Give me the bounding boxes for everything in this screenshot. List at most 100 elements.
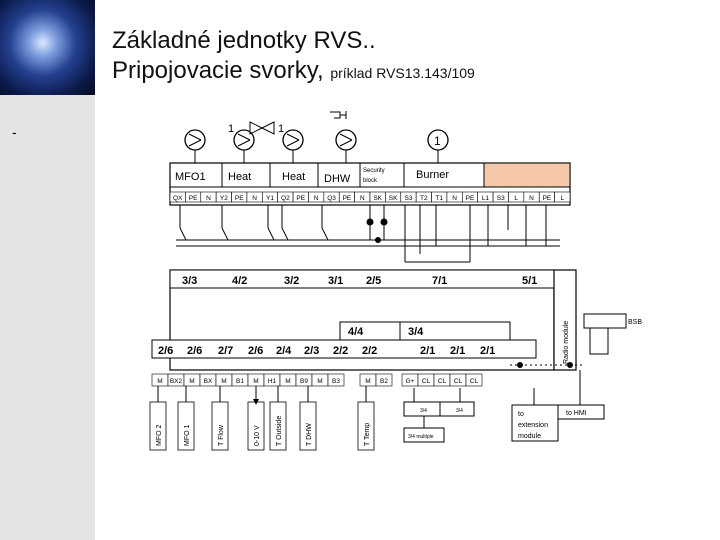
bottom-terminal: BX [204,378,213,385]
bsb-connector-2 [589,327,609,355]
tap-icon [330,111,347,119]
row1-code: 5/1 [522,275,537,287]
label-heat-2: Heat [282,171,305,183]
sensor-label: MFO 2 [156,425,163,446]
top-terminal: PE [235,195,244,202]
label-security-2: block [363,178,378,184]
top-terminal: L1 [482,195,490,202]
top-terminal: PE [189,195,198,202]
radio-module-label: Radio module [563,321,570,364]
bottom-terminal: B3 [332,378,340,385]
bottom-terminal: M [157,378,162,385]
row2-code: 2/6 [187,345,202,357]
row1-code: 4/2 [232,275,247,287]
bsb-label: BSB [628,319,642,326]
top-terminal: S3 [404,195,412,202]
hmi-box [557,404,605,420]
top-terminal: N [206,195,211,202]
row2-code: 2/1 [480,345,495,357]
sensor-label: T Temp [364,423,371,446]
bottom-terminal: H1 [268,378,277,385]
bullet: - [12,124,17,140]
row2-code: 2/2 [333,345,348,357]
top-terminal: T1 [435,195,443,202]
row1-code: 7/1 [432,275,447,287]
top-terminal: N [360,195,365,202]
bottom-terminal: M [365,378,370,385]
top-terminal: Y1 [266,195,274,202]
top-terminal: L [560,195,564,202]
top-terminal: N [529,195,534,202]
row2-code: 2/4 [276,345,292,357]
title-line-1: Základné jednotky RVS.. [112,27,376,54]
top-terminal: SK [373,195,382,202]
row1-strip [169,269,555,289]
burner-icon-label: 1 [434,134,441,148]
row2-code: 2/6 [248,345,263,357]
row1-code: 2/5 [366,275,381,287]
pump-icon-3 [282,129,304,151]
icon-label-1: 1 [228,123,234,135]
top-terminal: PE [296,195,305,202]
small-label-2: 3/4 [456,408,463,414]
row1-code: 3/2 [284,275,299,287]
label-mfo1: MFO1 [175,171,206,183]
title-example: príklad RVS13.143/109 [330,65,475,81]
bottom-terminal: CL [422,378,431,385]
top-terminal: N [252,195,257,202]
bottom-terminal: M [317,378,322,385]
valve-icon [249,121,264,135]
top-terminal: SK [389,195,398,202]
extension-line-2: extension [518,422,548,429]
top-terminal: N [314,195,319,202]
row2-code: 2/7 [218,345,233,357]
internal-wiring [176,205,560,263]
slide-title: Základné jednotky RVS.. Pripojovacie svo… [112,26,475,88]
sensor-label: 0-10 V [254,425,261,446]
sensor-label: T Flow [218,424,225,446]
bsb-connector [583,313,627,329]
top-terminal: PE [343,195,352,202]
bottom-terminal: M [221,378,226,385]
code-3-4: 3/4 [408,326,424,338]
extension-line-3: module [518,433,541,440]
bottom-terminal: M [253,378,258,385]
row1-code: 3/3 [182,275,197,287]
bottom-terminal: B9 [300,378,308,385]
bottom-terminal: CL [470,378,479,385]
row2-code: 2/1 [420,345,435,357]
row2-code: 2/3 [304,345,319,357]
logo-image [0,0,95,95]
top-terminal: QX [173,195,183,202]
top-terminal: PE [466,195,475,202]
code-4-4: 4/4 [348,326,364,338]
hmi-label: to HMI [566,410,587,417]
row2-strip [151,339,537,359]
bottom-terminal: M [189,378,194,385]
small-label-3: 3/4 multiple [408,434,434,440]
title-line-2: Pripojovacie svorky, príklad RVS13.143/1… [112,56,475,88]
label-heat-1: Heat [228,171,251,183]
top-terminal: Q3 [327,195,336,202]
top-terminal: L [514,195,518,202]
label-dhw: DHW [324,173,351,185]
label-security-1: Security [363,168,385,174]
top-terminal: N [452,195,457,202]
bottom-terminal: G+ [406,378,415,385]
label-burner: Burner [416,169,449,181]
sensor-label: T Outside [276,416,283,446]
extension-module-box [511,404,559,442]
bottom-terminal: B1 [236,378,244,385]
pump-icon-4 [335,129,357,151]
top-terminal: Q2 [281,195,290,202]
row2-code: 2/6 [158,345,173,357]
row2-code: 2/1 [450,345,465,357]
small-label-1: 3/4 [420,408,427,414]
top-terminal: S3 [497,195,505,202]
bottom-terminal: BX2 [170,378,183,385]
top-terminal: Y2 [220,195,228,202]
